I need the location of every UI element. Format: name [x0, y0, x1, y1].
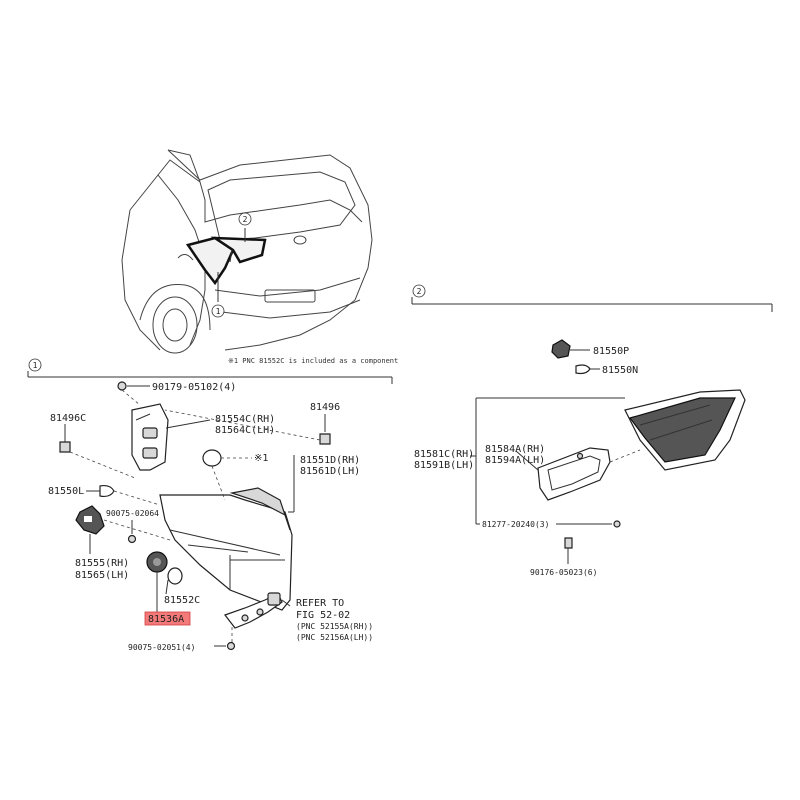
label-81550P: 81550P: [593, 346, 629, 357]
label-screw-a: 81277-20240(3): [482, 520, 549, 529]
bulb-81550N-icon: [575, 364, 591, 375]
label-81496C: 81496C: [50, 413, 86, 424]
label-81564C: 81564C(LH): [215, 425, 275, 436]
group-1-frame: 1: [27, 358, 393, 384]
bulb-81550L-icon: [99, 484, 115, 498]
label-refer-2: FIG 52-02: [296, 610, 350, 621]
bulb-81550P-icon: [551, 339, 571, 359]
bracket-bolt-icon: [241, 614, 249, 622]
screw-a-icon: [613, 520, 621, 528]
gasket-81584A: [537, 447, 611, 501]
label-81584A: 81584A(RH): [485, 444, 545, 455]
gasket-81552C-icon: [167, 567, 183, 585]
group-2-frame: 2: [411, 284, 773, 312]
label-81594A: 81594A(LH): [485, 455, 545, 466]
label-81536A: 81536A: [148, 614, 184, 625]
label-81565: 81565(LH): [75, 570, 129, 581]
label-81551D: 81551D(RH): [300, 455, 360, 466]
group-1-parts: 90179-05102(4) 81496C 81550L 81555(RH) 8…: [48, 381, 373, 652]
label-81591B: 81591B(LH): [414, 460, 474, 471]
label-81496: 81496: [310, 402, 340, 413]
label-81554C: 81554C(RH): [215, 414, 275, 425]
label-refer-3: (PNC 52155A(RH)): [296, 622, 373, 631]
label-81550N-visible: 81550N: [602, 365, 638, 376]
group-2-parts: 81550P 81550N 81550N 81581C(RH) 81591B(L…: [414, 339, 746, 577]
screw-mid-icon: [127, 534, 137, 544]
component-note: ※1 PNC 81552C is included as a component: [228, 357, 398, 365]
label-refer-1: REFER TO: [296, 598, 344, 609]
car-rear-view: 2 1: [121, 149, 373, 354]
label-screw-b: 90176-05023(6): [530, 568, 597, 577]
group-2-callout: 2: [417, 287, 422, 296]
label-81555: 81555(RH): [75, 558, 129, 569]
group-1-callout: 1: [33, 361, 38, 370]
screw-bottom-icon: [226, 641, 236, 651]
label-81552C: 81552C: [164, 595, 200, 606]
nut-81496-icon: [319, 433, 331, 445]
highlight-81536A: [144, 611, 191, 626]
label-screw-bottom: 90075-02051(4): [128, 643, 195, 652]
car-tail-lamp-inner: [210, 236, 267, 264]
label-screw-mid: 90075-02064: [106, 509, 159, 518]
label-refer-4: (PNC 52156A(LH)): [296, 633, 373, 642]
label-screw-top: 90179-05102(4): [152, 382, 236, 393]
label-81550L: 81550L: [48, 486, 84, 497]
tail-lamp-housing: [159, 494, 293, 611]
label-81561D: 81561D(LH): [300, 466, 360, 477]
car-marker-2: 2: [243, 215, 248, 224]
label-note-ref: ※1: [254, 453, 268, 464]
gasket-ring-icon: [202, 449, 222, 467]
car-marker-1: 1: [216, 307, 221, 316]
screw-b-icon: [564, 537, 573, 549]
screw-top-icon: [117, 381, 127, 391]
nut-81496C-icon: [59, 441, 71, 453]
label-81581C: 81581C(RH): [414, 449, 474, 460]
